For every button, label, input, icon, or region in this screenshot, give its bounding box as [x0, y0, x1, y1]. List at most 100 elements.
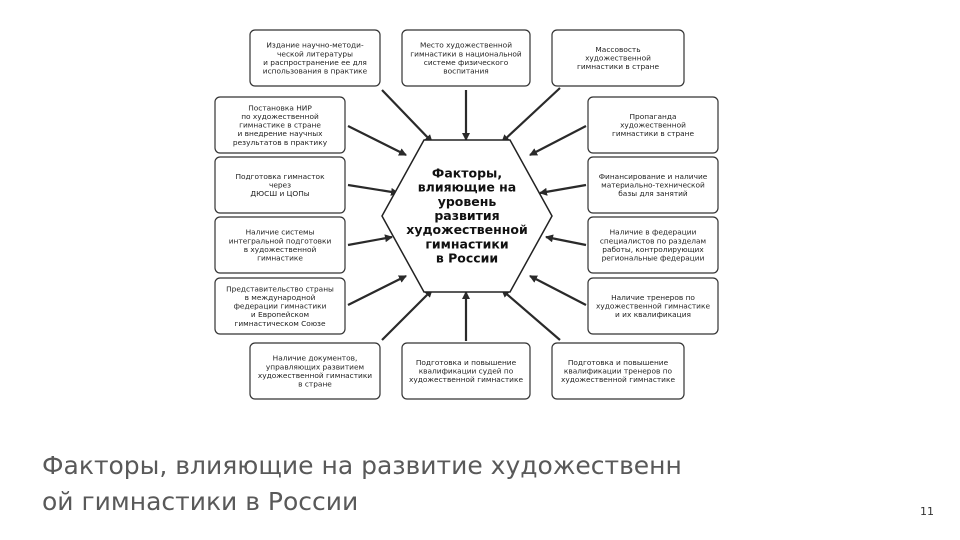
factor-text-line: в художественной: [244, 245, 317, 254]
factor-text-line: гимнастическом Союзе: [234, 319, 326, 328]
factor-text-line: квалификации судей по: [419, 367, 514, 376]
center-hexagon: [381, 139, 553, 293]
factor-text-line: и распространение ее для: [263, 58, 367, 67]
factor-box-frame: [551, 29, 685, 87]
factor-text-line: по художественной: [241, 112, 319, 121]
center-title-line: художественной: [406, 222, 527, 237]
factor-text-line: художественной гимнастике: [561, 375, 675, 384]
center-title-line: уровень: [438, 194, 497, 209]
factor-text-line: художественной гимнастике: [409, 375, 523, 384]
factor-text-line: гимнастики в национальной: [410, 49, 522, 58]
factor-text-line: использования в практике: [263, 67, 368, 76]
arrow-gymnast-training: [347, 183, 399, 196]
factor-text-line: и внедрение научных: [238, 129, 324, 138]
center-title-line: гимнастики: [425, 236, 508, 251]
arrow-coach-qualification: [501, 289, 561, 341]
factor-text-line: результатов в практику: [233, 138, 328, 147]
factor-text-line: Финансирование и наличие: [599, 172, 708, 181]
factor-text-line: квалификации тренеров по: [564, 367, 673, 376]
factor-text-line: гимнастики в стране: [612, 129, 695, 138]
factor-box-frame: [587, 156, 719, 214]
factor-text-line: федерации гимнастики: [234, 302, 327, 311]
factor-box-frame: [401, 29, 531, 87]
factor-box-frame: [214, 96, 346, 154]
factor-text-line: региональные федерации: [602, 254, 705, 263]
factor-text-line: Постановка НИР: [248, 103, 312, 112]
factor-text-line: художественной: [620, 121, 686, 130]
center-title-line: Факторы,: [432, 165, 502, 180]
arrow-federation-specialists: [545, 234, 587, 247]
factor-text-line: базы для занятий: [618, 189, 688, 198]
factor-text-line: в стране: [298, 380, 332, 389]
factor-text-line: Представительство страны: [226, 284, 334, 293]
center-title: Факторы,влияющие науровеньразвитияхудоже…: [406, 165, 527, 265]
center-title-line: развития: [434, 208, 499, 223]
factor-box-frame: [587, 216, 719, 274]
factor-text-line: и Европейском: [251, 310, 309, 319]
factor-text-line: интегральной подготовки: [229, 236, 332, 245]
factor-text-line: гимнастике: [257, 254, 303, 263]
arrow-documents: [381, 289, 433, 341]
factor-box-frame: [249, 342, 381, 400]
arrow-financing: [539, 183, 587, 196]
factor-text-line: гимнастике в стране: [239, 121, 321, 130]
center-title-line: влияющие на: [418, 180, 516, 195]
factor-text-line: управляющих развитием: [266, 362, 364, 371]
factor-text-line: системе физического: [424, 58, 509, 67]
factor-text-line: Подготовка гимнасток: [235, 172, 325, 181]
factor-text-line: воспитания: [443, 67, 489, 76]
factor-box-frame: [214, 277, 346, 335]
factor-text-line: ДЮСШ и ЦОПы: [250, 189, 309, 198]
factor-text-line: Подготовка и повышение: [568, 358, 669, 367]
factor-box-frame: [249, 29, 381, 87]
factor-text-line: и их квалификация: [615, 310, 691, 319]
arrow-propaganda: [529, 125, 587, 156]
arrow-publishing: [381, 89, 433, 143]
factor-text-line: в международной: [245, 293, 316, 302]
center-title-line: в России: [436, 251, 498, 266]
arrow-international-representation: [347, 275, 407, 306]
factor-text-line: Массовость: [595, 45, 640, 54]
arrow-research: [347, 125, 407, 156]
factor-text-line: Место художественной: [420, 41, 512, 50]
factor-box-publishing: Издание научно-методи-ческой литературыи…: [249, 29, 381, 87]
factor-text-line: Пропаганда: [629, 112, 676, 121]
factor-text-line: Издание научно-методи-: [266, 41, 364, 50]
page-number: 11: [920, 505, 934, 518]
factor-box-frame: [401, 342, 531, 400]
factor-text-line: художественной гимнастики: [258, 371, 372, 380]
arrow-coaches: [529, 275, 587, 306]
factor-text-line: материально-технической: [601, 181, 705, 190]
factor-box-frame: [214, 156, 346, 214]
factor-box-financing: Финансирование и наличиематериально-техн…: [587, 156, 719, 214]
factor-text-line: Подготовка и повышение: [416, 358, 517, 367]
factor-text-line: Наличие в федерации: [610, 228, 697, 237]
factor-text-line: через: [269, 181, 291, 190]
slide-caption: Факторы, влияющие на развитие художестве…: [42, 451, 682, 516]
factor-text-line: художественной гимнастике: [596, 302, 710, 311]
factor-text-line: специалистов по разделам: [600, 236, 706, 245]
factor-text-line: работы, контролирующих: [602, 245, 704, 254]
factor-text-line: Наличие документов,: [273, 354, 358, 363]
factor-box-documents: Наличие документов,управляющих развитием…: [249, 342, 381, 400]
arrow-mass-character: [501, 87, 561, 143]
factor-text-line: гимнастики в стране: [577, 62, 660, 71]
factor-text-line: ческой литературы: [277, 49, 353, 58]
factor-text-line: Наличие тренеров по: [611, 293, 695, 302]
factor-box-frame: [587, 277, 719, 335]
factor-box-frame: [587, 96, 719, 154]
factor-box-frame: [214, 216, 346, 274]
arrow-integral-training: [347, 234, 393, 247]
factor-text-line: Наличие системы: [246, 228, 315, 237]
factor-text-line: художественной: [585, 54, 651, 63]
